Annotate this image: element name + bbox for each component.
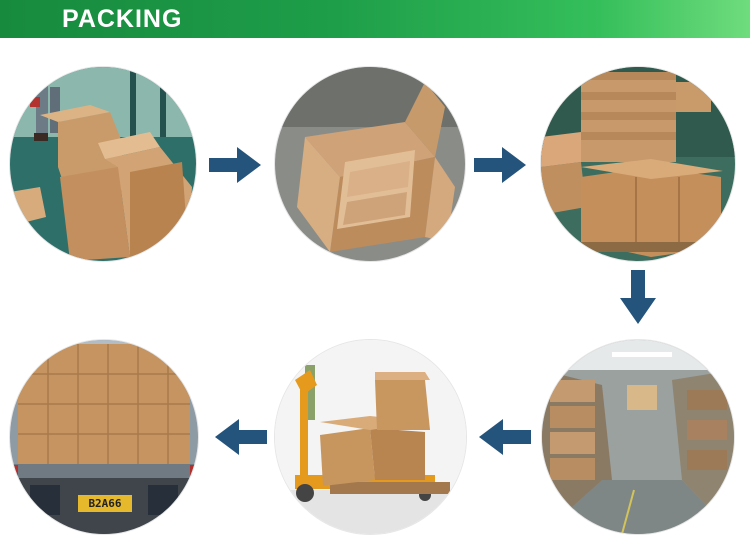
step-assembling-boxes-photo xyxy=(10,67,196,261)
step-open-carton-photo xyxy=(275,67,465,261)
arrow-right-icon xyxy=(209,147,261,183)
arrow-left-icon xyxy=(479,419,531,455)
step-cartons-on-pallet-photo xyxy=(541,67,735,261)
arrow-left-icon xyxy=(215,419,267,455)
section-title: PACKING xyxy=(62,5,183,33)
arrow-right-icon xyxy=(474,147,526,183)
section-banner: PACKING xyxy=(0,0,750,38)
step-truck-loading-photo: B2A66 xyxy=(10,340,198,534)
arrow-down-icon xyxy=(620,270,656,324)
step-warehouse-photo xyxy=(542,340,734,534)
step-pallet-jack-photo xyxy=(275,340,466,534)
license-plate: B2A66 xyxy=(88,497,122,510)
